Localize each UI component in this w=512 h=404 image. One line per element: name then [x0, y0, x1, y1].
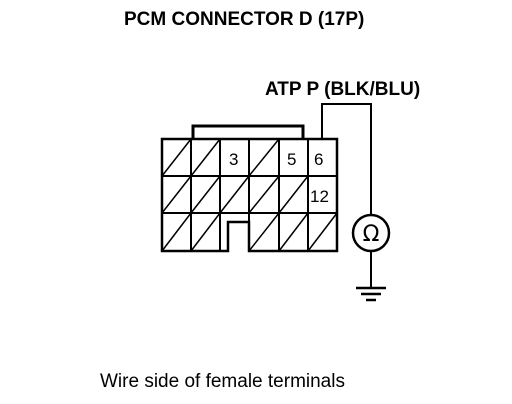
probe-lead	[321, 103, 372, 215]
connector-lock-tab	[191, 124, 305, 139]
pin-label-3: 3	[229, 150, 238, 169]
ohmmeter-icon: Ω	[351, 213, 391, 253]
pin-label-5: 5	[287, 150, 296, 169]
pin-label-12: 12	[310, 187, 329, 206]
unused-cavity-hatching	[161, 138, 338, 252]
diagram-title: PCM CONNECTOR D (17P)	[124, 9, 364, 30]
ohm-symbol: Ω	[363, 222, 380, 247]
ground-icon	[356, 286, 386, 302]
diagram-caption: Wire side of female terminals	[100, 371, 345, 392]
pin-label-6: 6	[314, 150, 323, 169]
pcm-connector: 3 5 6 12	[160, 124, 339, 253]
wire-label: ATP P (BLK/BLU)	[265, 79, 420, 100]
